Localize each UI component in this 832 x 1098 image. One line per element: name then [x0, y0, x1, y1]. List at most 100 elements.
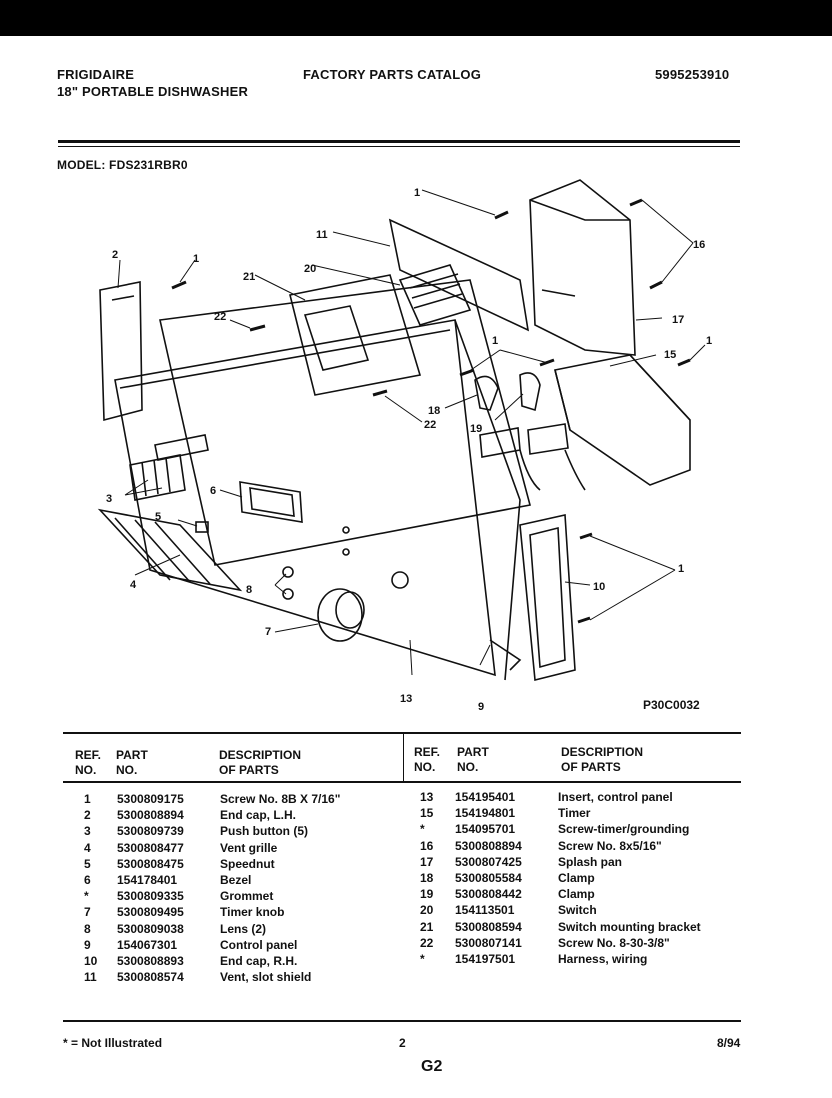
part-vent-grille	[97, 508, 243, 592]
callout-15: 15	[664, 349, 676, 361]
catalog-number: 5995253910	[655, 67, 730, 82]
col-part-right-line2: NO.	[457, 760, 479, 774]
description-cell: Push button (5)	[220, 824, 308, 839]
col-desc-left-line2: OF PARTS	[219, 763, 279, 777]
ref-cell: 5	[84, 856, 91, 871]
top-black-band	[0, 0, 832, 36]
ref-cell: 6	[84, 873, 91, 887]
part-splash-pan	[529, 179, 636, 356]
description-cell: Switch mounting bracket	[558, 919, 701, 934]
ref-cell: 3	[84, 824, 91, 839]
part-clamp-18	[474, 375, 499, 411]
screw-left	[171, 280, 187, 290]
part-number-cell: 5300808594	[455, 919, 522, 934]
part-switch-contacts	[409, 273, 463, 309]
description-cell: Screw-timer/grounding	[558, 822, 690, 837]
screws-end-cap-rh	[577, 532, 593, 624]
description-cell: Clamp	[558, 887, 595, 902]
part-button-window	[154, 434, 209, 461]
part-control-panel-back	[159, 279, 531, 566]
description-cell: Switch	[558, 903, 597, 918]
part-control-panel	[114, 319, 496, 677]
part-number-cell: 5300809038	[117, 921, 184, 936]
part-number-cell: 5300808574	[117, 970, 184, 985]
part-switch-bracket-cutout	[303, 305, 370, 371]
ref-cell: 16	[420, 838, 434, 853]
ref-cell: 20	[420, 903, 434, 918]
part-number-cell: 5300809175	[117, 792, 184, 806]
description-cell: Harness, wiring	[558, 952, 648, 966]
col-ref-right: REF. NO.	[414, 745, 440, 775]
table-rule-header	[63, 781, 741, 783]
description-cell: Lens (2)	[220, 921, 267, 936]
callout-16: 16	[693, 239, 705, 251]
part-lens-b	[282, 588, 294, 600]
part-number-cell: 154113501	[455, 903, 515, 918]
description-cell: Timer	[558, 806, 591, 821]
col-part-left: PART NO.	[116, 748, 148, 778]
col-ref-left-line1: REF.	[75, 748, 102, 762]
part-timer-knob	[317, 588, 363, 642]
part-lens-a	[282, 566, 294, 578]
catalog-title: FACTORY PARTS CATALOG	[303, 67, 482, 82]
screws-16	[629, 198, 663, 290]
ref-cell: 18	[420, 871, 434, 885]
description-cell: End cap, R.H.	[220, 954, 298, 968]
part-bezel-inner	[249, 487, 295, 517]
part-end-cap-lh-detail	[111, 295, 135, 301]
callout-2: 2	[112, 249, 118, 261]
callout-1-timer: 1	[706, 335, 712, 347]
ref-cell: 17	[420, 854, 434, 869]
callout-6: 6	[210, 485, 216, 497]
callout-11: 11	[316, 229, 328, 241]
callout-leaders	[117, 189, 706, 676]
screw-top	[494, 210, 509, 220]
callout-1-clamps: 1	[492, 335, 498, 347]
page-number: 2	[399, 1036, 406, 1050]
description-cell: Grommet	[220, 889, 274, 904]
ref-cell: 10	[84, 954, 98, 968]
callout-8: 8	[246, 584, 252, 596]
ref-cell: 8	[84, 921, 91, 936]
header-rule-thin	[58, 146, 740, 147]
description-cell: Screw No. 8B X 7/16"	[220, 792, 341, 806]
callout-1-end-cap: 1	[678, 563, 684, 575]
callout-7: 7	[265, 626, 271, 638]
ref-cell: 21	[420, 919, 434, 934]
callout-21: 21	[243, 271, 255, 283]
part-panel-bottom-edge	[489, 639, 522, 671]
diagram-id: P30C0032	[643, 698, 700, 712]
col-desc-left-line1: DESCRIPTION	[219, 748, 302, 762]
col-desc-right: DESCRIPTION OF PARTS	[561, 745, 643, 775]
callout-5: 5	[155, 511, 161, 523]
callout-1-top: 1	[414, 187, 420, 199]
ref-cell: 7	[84, 905, 91, 920]
header-rule-thick	[58, 140, 740, 143]
ref-cell: 22	[420, 935, 434, 950]
ref-cell: *	[420, 822, 425, 837]
screw-22-right	[372, 389, 388, 397]
description-cell: Control panel	[220, 937, 298, 952]
part-control-panel-edge	[119, 329, 451, 389]
part-vent-slot-shield	[388, 218, 530, 332]
ref-cell: 9	[84, 937, 91, 952]
callout-10: 10	[593, 581, 605, 593]
callout-19: 19	[470, 423, 482, 435]
part-switch-bracket	[289, 274, 422, 396]
callout-22-right: 22	[424, 419, 436, 431]
part-push-buttons-dividers	[141, 457, 171, 497]
part-number-cell: 5300808442	[455, 887, 522, 902]
col-ref-left-line2: NO.	[75, 763, 97, 777]
part-harness-connector-b	[527, 423, 569, 455]
col-desc-left: DESCRIPTION OF PARTS	[219, 748, 301, 778]
part-speednut	[195, 521, 209, 533]
part-end-cap-rh	[519, 514, 576, 682]
part-timer-shaft-hole	[391, 571, 409, 589]
part-timer-knob-face	[335, 591, 365, 629]
footer-rule	[63, 1020, 741, 1022]
part-number-cell: 5300808477	[117, 840, 184, 855]
description-cell: Timer knob	[220, 905, 285, 920]
part-number-cell: 154197501	[455, 952, 516, 966]
screw-timer	[677, 358, 691, 367]
